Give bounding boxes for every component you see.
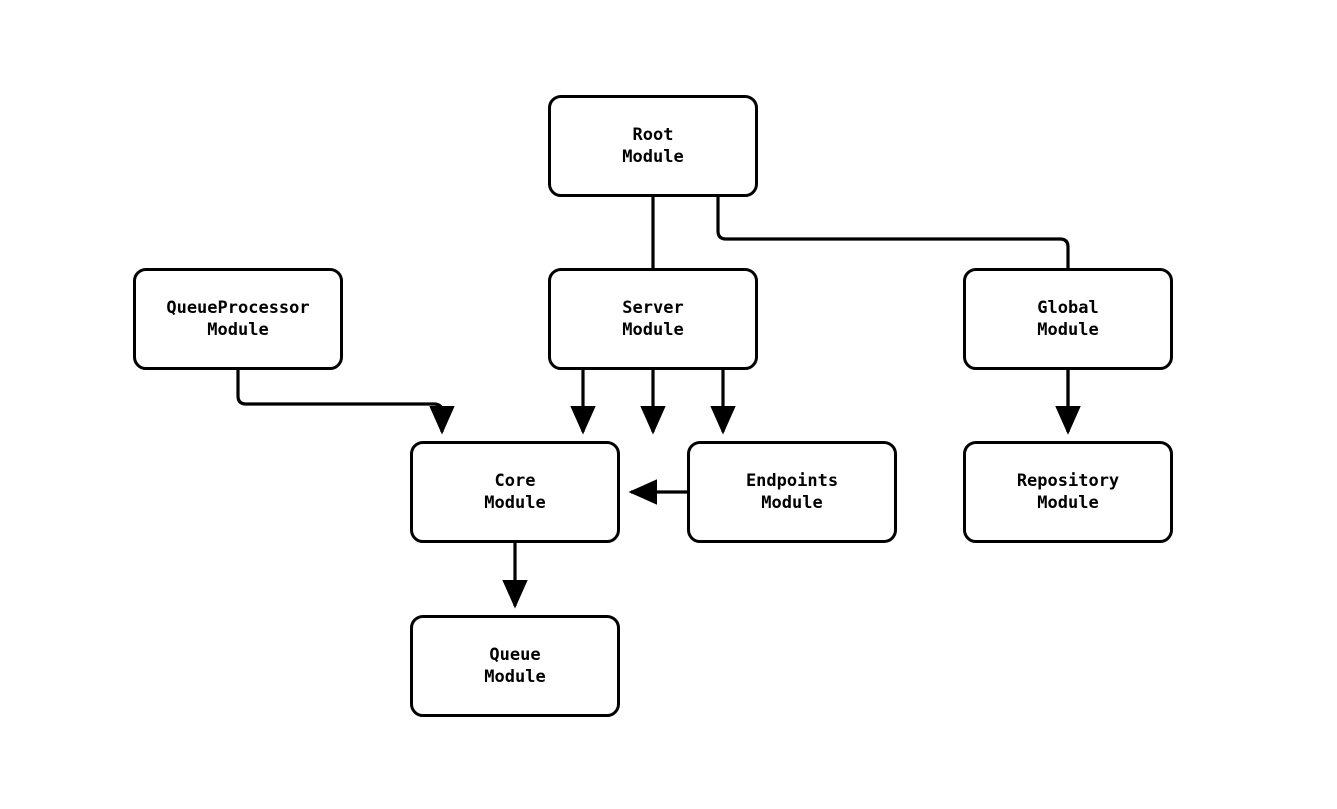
node-repository-module[interactable]: Repository Module bbox=[963, 441, 1173, 543]
node-core-module-label-line1: Core bbox=[494, 471, 536, 491]
node-server-module-label-line1: Server bbox=[622, 298, 684, 318]
node-core-module-label-line2: Module bbox=[484, 493, 546, 513]
node-repository-module-label-line2: Module bbox=[1037, 493, 1099, 513]
node-endpoints-module[interactable]: Endpoints Module bbox=[687, 441, 897, 543]
node-server-module[interactable]: Server Module bbox=[548, 268, 758, 370]
node-server-module-label-line2: Module bbox=[622, 320, 684, 340]
node-global-module[interactable]: Global Module bbox=[963, 268, 1173, 370]
edge-root-to-global bbox=[716, 197, 1081, 435]
node-queue-module-label-line1: Queue bbox=[489, 645, 541, 665]
node-root-module-label-line2: Module bbox=[622, 147, 684, 167]
node-endpoints-module-label-line1: Endpoints bbox=[745, 471, 839, 491]
node-root-module-label-line1: Root bbox=[632, 125, 674, 145]
node-queue-module[interactable]: Queue Module bbox=[410, 615, 620, 717]
node-endpoints-module-label-line2: Module bbox=[761, 493, 823, 513]
node-root-module[interactable]: Root Module bbox=[548, 95, 758, 197]
node-queueprocessor-module-label-line2: Module bbox=[207, 320, 269, 340]
node-repository-module-label-line1: Repository bbox=[1016, 471, 1120, 491]
node-queueprocessor-module-label-line1: QueueProcessor bbox=[166, 298, 310, 318]
node-queue-module-label-line2: Module bbox=[484, 667, 546, 687]
node-global-module-label-line1: Global bbox=[1037, 298, 1099, 318]
node-queueprocessor-module[interactable]: QueueProcessor Module bbox=[133, 268, 343, 370]
node-global-module-label-line2: Module bbox=[1037, 320, 1099, 340]
node-core-module[interactable]: Core Module bbox=[410, 441, 620, 543]
edge-queueprocessor-to-core bbox=[236, 370, 455, 435]
